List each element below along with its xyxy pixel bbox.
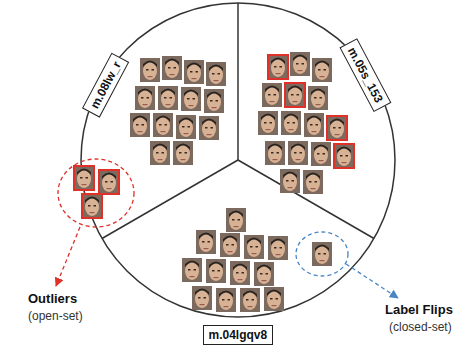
- category-note: (open-set): [28, 309, 83, 323]
- category-note: (closed-set): [389, 320, 452, 334]
- category-label: Label Flips: [385, 302, 453, 317]
- identity-tag: m.08lw_r: [81, 52, 128, 117]
- face-cluster-bottom: [182, 208, 288, 312]
- identity-id: m.04lgqv8: [209, 327, 268, 343]
- identity-circle: [81, 3, 395, 317]
- identity-id: m.08lw_r: [86, 59, 124, 112]
- identity-tag: m.05s_153: [339, 38, 391, 112]
- face-cluster-right: [258, 52, 354, 194]
- identity-id: m.05s_153: [344, 44, 387, 105]
- face-cluster-left: [130, 56, 226, 165]
- identity-tag: m.04lgqv8: [203, 325, 274, 345]
- category-label: Outliers: [28, 291, 77, 306]
- label-flip-face: [296, 232, 398, 298]
- outlier-faces: [56, 159, 134, 286]
